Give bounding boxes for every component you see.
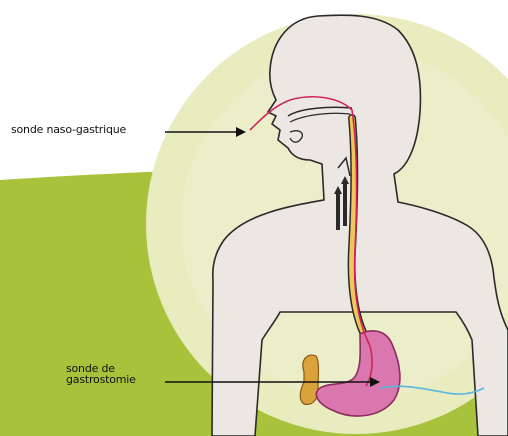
gastrostomy-tube-label: sonde de gastrostomie — [66, 363, 156, 385]
nasogastric-tube-label: sonde naso-gastrique — [11, 124, 126, 135]
